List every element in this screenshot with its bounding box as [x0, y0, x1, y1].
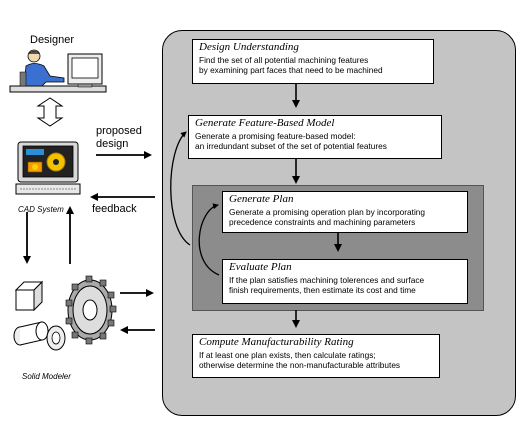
generate-plan-desc: Generate a promising operation plan by i…: [229, 207, 426, 227]
generate-plan-title: Generate Plan: [229, 193, 294, 205]
design-understanding-box: Design Understanding Find the set of all…: [192, 39, 434, 84]
generate-plan-box: Generate Plan Generate a promising opera…: [222, 191, 468, 233]
proposed-design-label: proposed design: [96, 125, 142, 150]
design-understanding-title: Design Understanding: [199, 41, 299, 53]
cad-system-label: CAD System: [18, 205, 64, 214]
solid-modeler-illustration: [13, 275, 117, 351]
feedback-label: feedback: [92, 203, 137, 215]
arrow-model-loop: [170, 131, 191, 246]
evaluate-plan-box: Evaluate Plan If the plan satisfies mach…: [222, 259, 468, 304]
design-understanding-desc: Find the set of all potential machining …: [199, 55, 383, 75]
solid-modeler-label: Solid Modeler: [22, 372, 71, 381]
designer-label: Designer: [30, 34, 75, 46]
evaluate-plan-desc: If the plan satisfies machining tolerenc…: [229, 275, 425, 295]
compute-rating-box: Compute Manufacturability Rating If at l…: [192, 334, 440, 378]
evaluate-plan-title: Evaluate Plan: [229, 261, 292, 273]
feature-model-box: Generate Feature-Based Model Generate a …: [188, 115, 442, 159]
feature-model-desc: Generate a promising feature-based model…: [195, 131, 387, 151]
compute-rating-title: Compute Manufacturability Rating: [199, 336, 354, 348]
arrow-evaluate-loop: [198, 203, 220, 276]
feature-model-title: Generate Feature-Based Model: [195, 117, 335, 129]
designer-illustration: [9, 49, 107, 93]
cad-system-illustration: [15, 141, 81, 195]
compute-rating-desc: If at least one plan exists, then calcul…: [199, 350, 401, 370]
designer-cad-double-arrow: [36, 97, 64, 127]
